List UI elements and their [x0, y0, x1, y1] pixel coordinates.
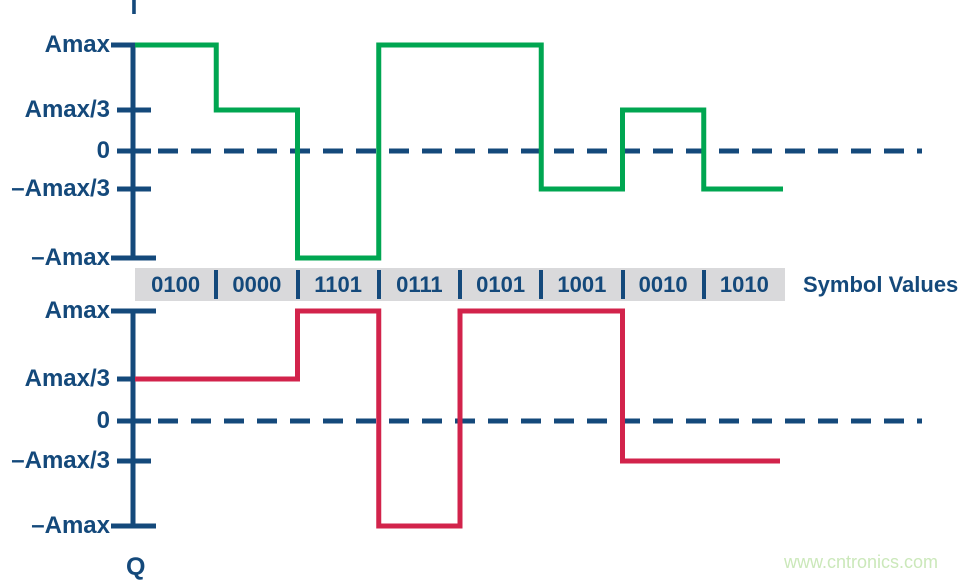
- q-axis-label: 0: [96, 407, 110, 434]
- symbol-value-cell: 1001: [557, 272, 607, 297]
- symbol-values-caption: Symbol Values: [803, 272, 959, 297]
- symbol-value-cell: 0010: [638, 272, 688, 297]
- symbol-value-cell: 0111: [396, 272, 443, 297]
- symbol-band-separator: [458, 270, 462, 299]
- i-axis-label: 0: [96, 137, 110, 164]
- symbol-value-cell: 1101: [314, 272, 362, 297]
- q-channel-label: Q: [126, 553, 146, 581]
- symbol-value-cell: 0000: [232, 272, 282, 297]
- symbol-value-cell: 0101: [476, 272, 526, 297]
- symbol-band-separator: [701, 270, 706, 299]
- symbol-value-cell: 1010: [719, 272, 769, 297]
- q-axis-label: –Amax: [31, 512, 110, 539]
- symbol-band-separator: [295, 270, 300, 299]
- symbol-values-band: 0100 0000 1101 0111 0101 1001 0010 1010: [135, 268, 785, 301]
- i-axis-label: Amax/3: [24, 96, 110, 123]
- symbol-band-separator: [539, 270, 544, 299]
- i-axis-label: –Amax/3: [11, 175, 110, 202]
- i-axis-label: –Amax: [31, 244, 110, 271]
- symbol-value-cell: 0100: [151, 272, 201, 297]
- q-waveform-line: [135, 308, 780, 529]
- i-axis-label: Amax: [44, 31, 110, 58]
- q-axis-label: –Amax/3: [11, 447, 110, 474]
- q-axis-label: Amax: [44, 297, 110, 324]
- symbol-band-separator: [620, 270, 625, 299]
- symbol-band-separator: [214, 270, 219, 299]
- q-axis-label: Amax/3: [24, 365, 110, 392]
- watermark-text: www.cntronics.com: [784, 552, 939, 572]
- symbol-band-separator: [376, 270, 381, 299]
- i-channel-label: I: [130, 0, 138, 20]
- i-waveform-line: [135, 42, 783, 261]
